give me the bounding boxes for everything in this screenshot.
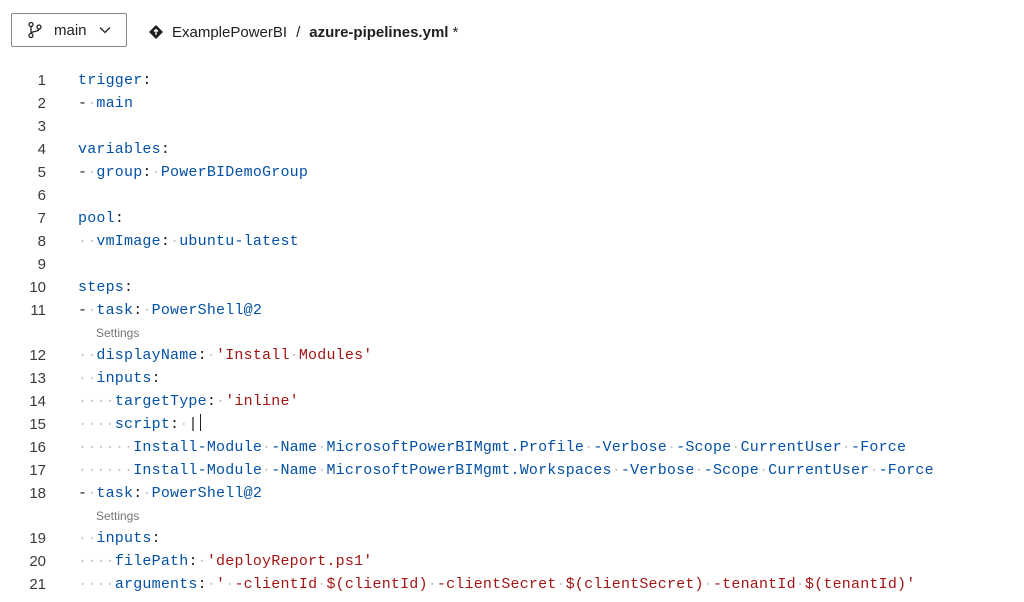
branch-icon xyxy=(28,21,42,39)
line-number: 10 xyxy=(29,279,46,296)
code-text: ··displayName:·'Install·Modules' xyxy=(78,347,373,364)
code-line[interactable]: 16 ······Install-Module·-Name·MicrosoftPo… xyxy=(0,436,1024,459)
code-text: steps: xyxy=(78,279,134,296)
code-line[interactable]: 12 ··displayName:·'Install·Modules' xyxy=(0,344,1024,367)
code-line[interactable]: 22 xyxy=(0,596,1024,602)
branch-selector-button[interactable]: main xyxy=(11,13,127,47)
code-line[interactable]: 13 ··inputs: xyxy=(0,367,1024,390)
code-text: trigger: xyxy=(78,72,152,89)
settings-codelens[interactable]: Settings xyxy=(96,509,140,523)
settings-codelens[interactable]: Settings xyxy=(96,326,140,340)
code-line[interactable]: 19 ··inputs: xyxy=(0,527,1024,550)
repo-icon xyxy=(149,25,163,39)
code-line[interactable]: 8 ··vmImage:·ubuntu-latest xyxy=(0,230,1024,253)
code-editor[interactable]: 1 trigger: 2 -·main 3 4 variables: 5 -·group:·Po… xyxy=(0,67,1024,602)
editor-toolbar: main ExamplePowerBI / azure-pipelines.ym… xyxy=(0,0,1024,64)
code-line[interactable]: 11 -·task:·PowerShell@2 xyxy=(0,299,1024,322)
code-text: -·task:·PowerShell@2 xyxy=(78,485,263,502)
code-line[interactable]: 9 xyxy=(0,253,1024,276)
code-text: -·main xyxy=(78,95,134,112)
code-text: ··inputs: xyxy=(78,530,161,547)
line-number: 16 xyxy=(29,439,46,456)
line-number: 7 xyxy=(37,210,46,227)
code-line[interactable]: 4 variables: xyxy=(0,138,1024,161)
chevron-down-icon xyxy=(99,27,110,34)
line-number: 21 xyxy=(29,576,46,593)
branch-label: main xyxy=(54,21,87,39)
code-text: -·group:·PowerBIDemoGroup xyxy=(78,164,309,181)
code-text: ····script:·| xyxy=(78,413,201,436)
line-number: 13 xyxy=(29,370,46,387)
code-text: ··vmImage:·ubuntu-latest xyxy=(78,233,299,250)
code-line[interactable]: 2 -·main xyxy=(0,92,1024,115)
code-text: ··inputs: xyxy=(78,370,161,387)
repo-link[interactable]: ExamplePowerBI xyxy=(172,23,288,41)
code-line[interactable]: 3 xyxy=(0,115,1024,138)
line-number: 19 xyxy=(29,530,46,547)
code-line[interactable]: 14 ····targetType:·'inline' xyxy=(0,390,1024,413)
code-line[interactable]: 17 ······Install-Module·-Name·MicrosoftPo… xyxy=(0,459,1024,482)
code-line[interactable]: 18 -·task:·PowerShell@2 xyxy=(0,482,1024,505)
line-number: 5 xyxy=(37,164,46,181)
line-number: 11 xyxy=(30,302,46,319)
code-line[interactable]: 1 trigger: xyxy=(0,69,1024,92)
line-number: 14 xyxy=(29,393,46,410)
line-number: 2 xyxy=(37,95,46,112)
code-line[interactable]: 7 pool: xyxy=(0,207,1024,230)
line-number: 8 xyxy=(37,233,46,250)
code-line[interactable]: 20 ····filePath:·'deployReport.ps1' xyxy=(0,550,1024,573)
code-text: ······Install-Module·-Name·MicrosoftPowe… xyxy=(78,462,934,479)
line-number: 17 xyxy=(29,462,46,479)
code-line[interactable]: 10 steps: xyxy=(0,276,1024,299)
code-text: ····filePath:·'deployReport.ps1' xyxy=(78,553,373,570)
code-text: pool: xyxy=(78,210,125,227)
file-name: azure-pipelines.yml xyxy=(309,23,449,41)
line-number: 1 xyxy=(37,72,46,89)
line-number: 12 xyxy=(29,347,46,364)
breadcrumb: ExamplePowerBI / azure-pipelines.yml * xyxy=(148,21,458,43)
line-number: 18 xyxy=(29,485,46,502)
code-text: -·task:·PowerShell@2 xyxy=(78,302,263,319)
code-line[interactable]: 5 -·group:·PowerBIDemoGroup xyxy=(0,161,1024,184)
code-line[interactable]: 15 ····script:·| xyxy=(0,413,1024,436)
code-text: ····arguments:·'·-clientId·$(clientId)·-… xyxy=(78,576,916,593)
line-number: 4 xyxy=(37,141,46,158)
line-number: 20 xyxy=(29,553,46,570)
line-number: 9 xyxy=(37,256,46,273)
text-cursor xyxy=(199,414,201,431)
breadcrumb-separator: / xyxy=(296,23,301,41)
code-line[interactable]: 6 xyxy=(0,184,1024,207)
line-number: 3 xyxy=(37,118,46,135)
code-line[interactable]: 21 ····arguments:·'·-clientId·$(clientId)… xyxy=(0,573,1024,596)
line-number: 15 xyxy=(29,416,46,433)
code-text: ····targetType:·'inline' xyxy=(78,393,299,410)
line-number: 22 xyxy=(0,596,46,602)
line-number: 6 xyxy=(37,187,46,204)
unsaved-indicator: * xyxy=(452,23,459,41)
code-text: variables: xyxy=(78,141,171,158)
code-text: ······Install-Module·-Name·MicrosoftPowe… xyxy=(78,439,907,456)
